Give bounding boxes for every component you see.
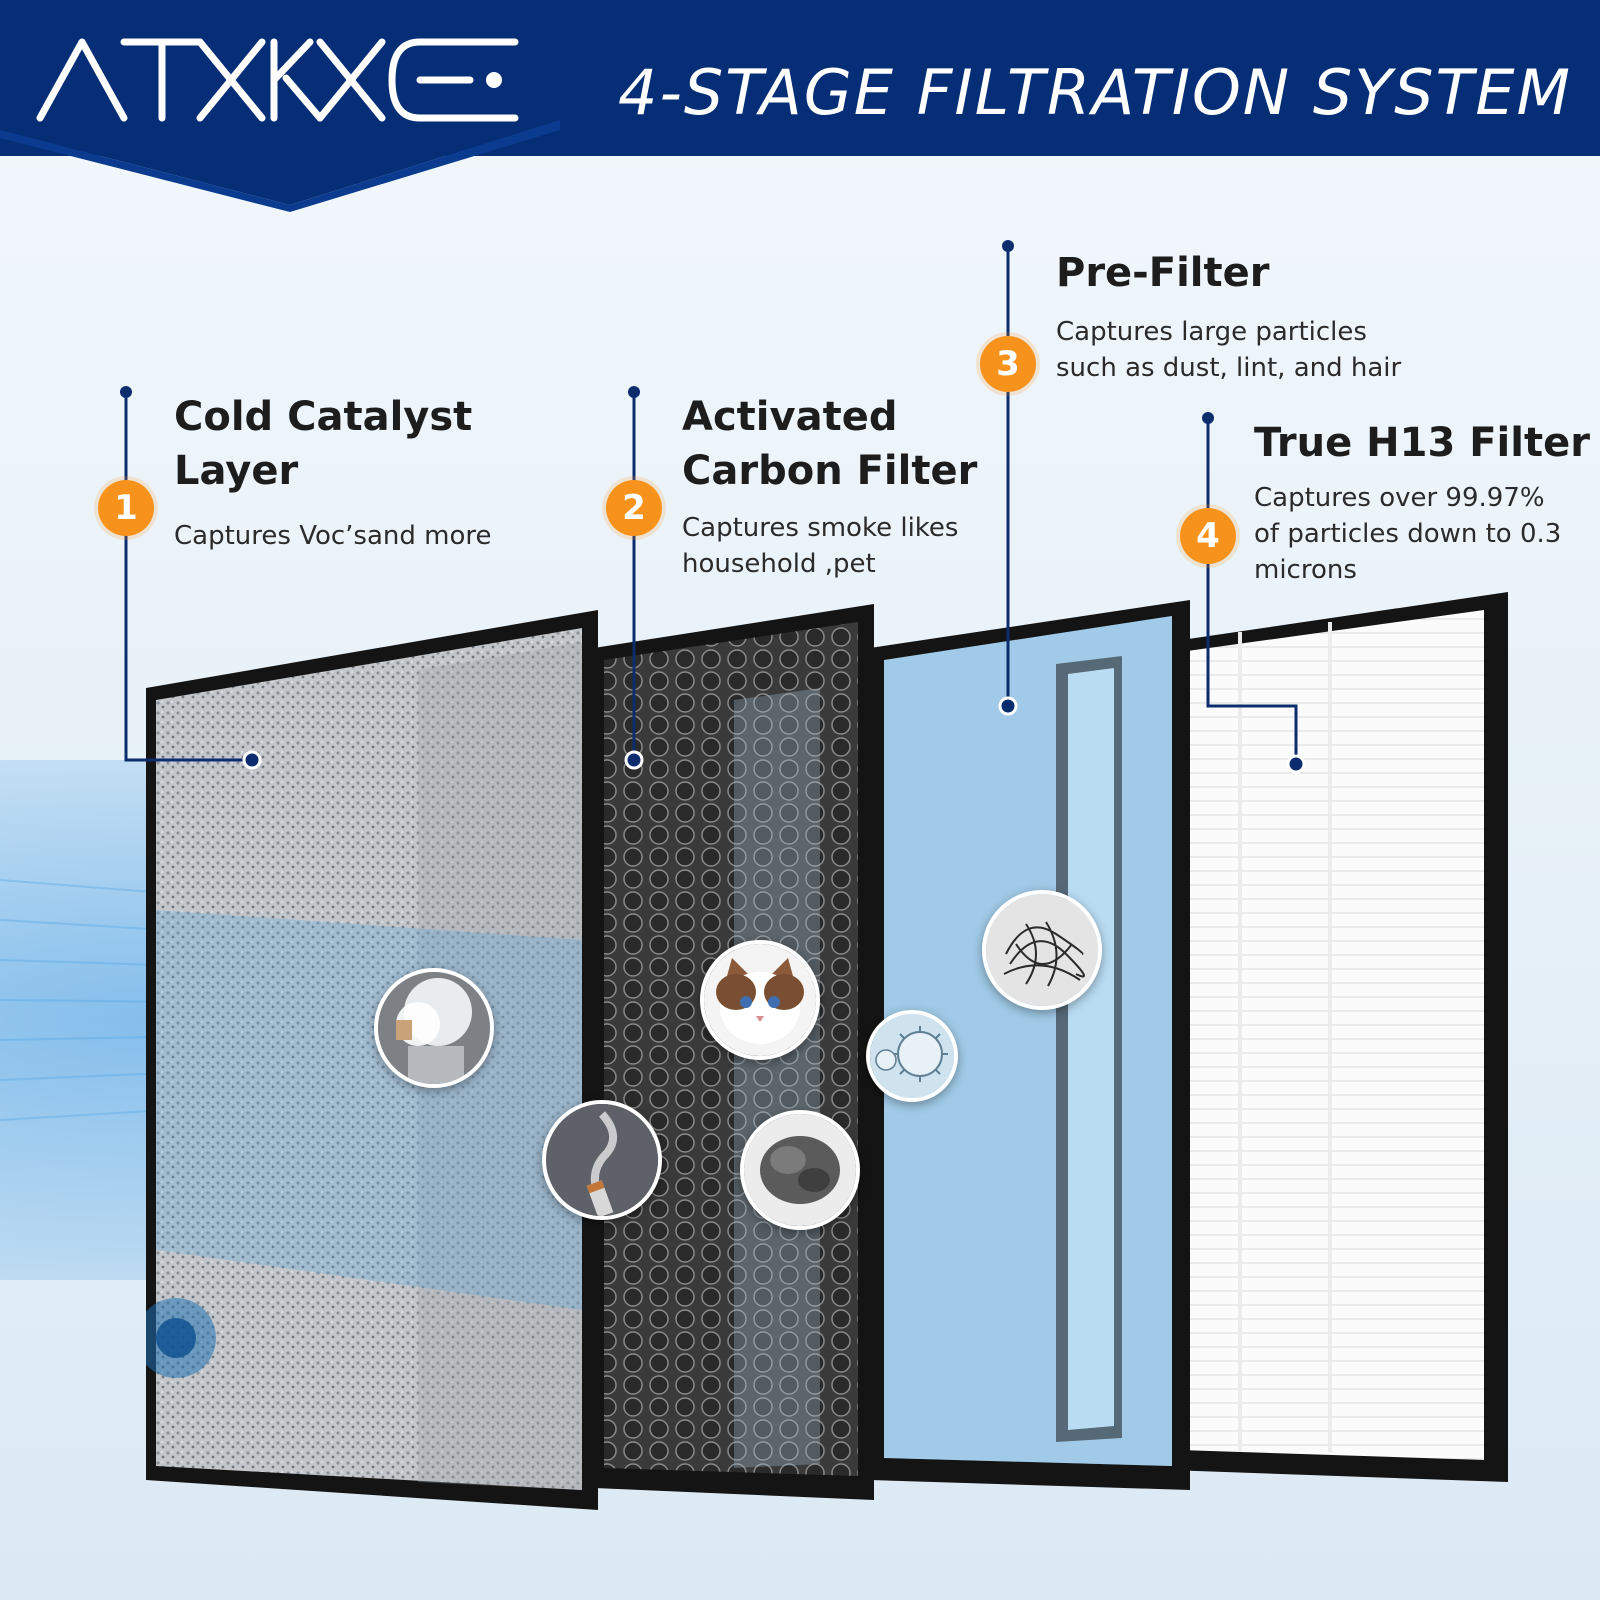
logo-plate	[0, 0, 560, 212]
stage-2-title-line2: Carbon Filter	[682, 448, 978, 494]
dust-icon	[740, 1110, 860, 1230]
stage-2-desc-line2: household ,pet	[682, 549, 876, 579]
smoke-icon	[542, 1100, 662, 1220]
stage-2-desc-line1: Captures smoke likes	[682, 513, 959, 543]
brand-logo	[36, 38, 519, 122]
filter-carbon	[594, 604, 884, 1516]
stage-1-desc: Captures Voc’sand more	[174, 521, 492, 551]
stage-4-desc-line3: microns	[1254, 555, 1357, 585]
step-badge-2: 2	[606, 480, 662, 536]
stage-3-title: Pre-Filter	[1056, 250, 1270, 296]
step-badge-1: 1	[98, 480, 154, 536]
stage-3-desc-line1: Captures large particles	[1056, 317, 1367, 347]
stage-3-desc-line2: such as dust, lint, and hair	[1056, 353, 1402, 383]
stage-1-title-line2: Layer	[174, 448, 299, 494]
step-badge-3: 3	[980, 336, 1036, 392]
filter-h13	[1168, 592, 1520, 1512]
stage-4-desc-line2: of particles down to 0.3	[1254, 519, 1562, 549]
filter-pre	[870, 600, 1190, 1520]
page-title: 4-STAGE FILTRATION SYSTEM	[618, 56, 1572, 129]
cat-icon	[700, 940, 820, 1060]
stage-1-title-line1: Cold Catalyst	[174, 394, 473, 440]
step-badge-4: 4	[1180, 508, 1236, 564]
stage-4-desc-line1: Captures over 99.97%	[1254, 483, 1545, 513]
filter-cold-catalyst	[146, 610, 608, 1520]
stage-2-title-line1: Activated	[682, 394, 898, 440]
hair-clump-icon	[982, 890, 1102, 1010]
stage-4-title: True H13 Filter	[1254, 420, 1590, 466]
steam-icon	[374, 968, 494, 1088]
microbe-icon	[866, 1010, 958, 1102]
